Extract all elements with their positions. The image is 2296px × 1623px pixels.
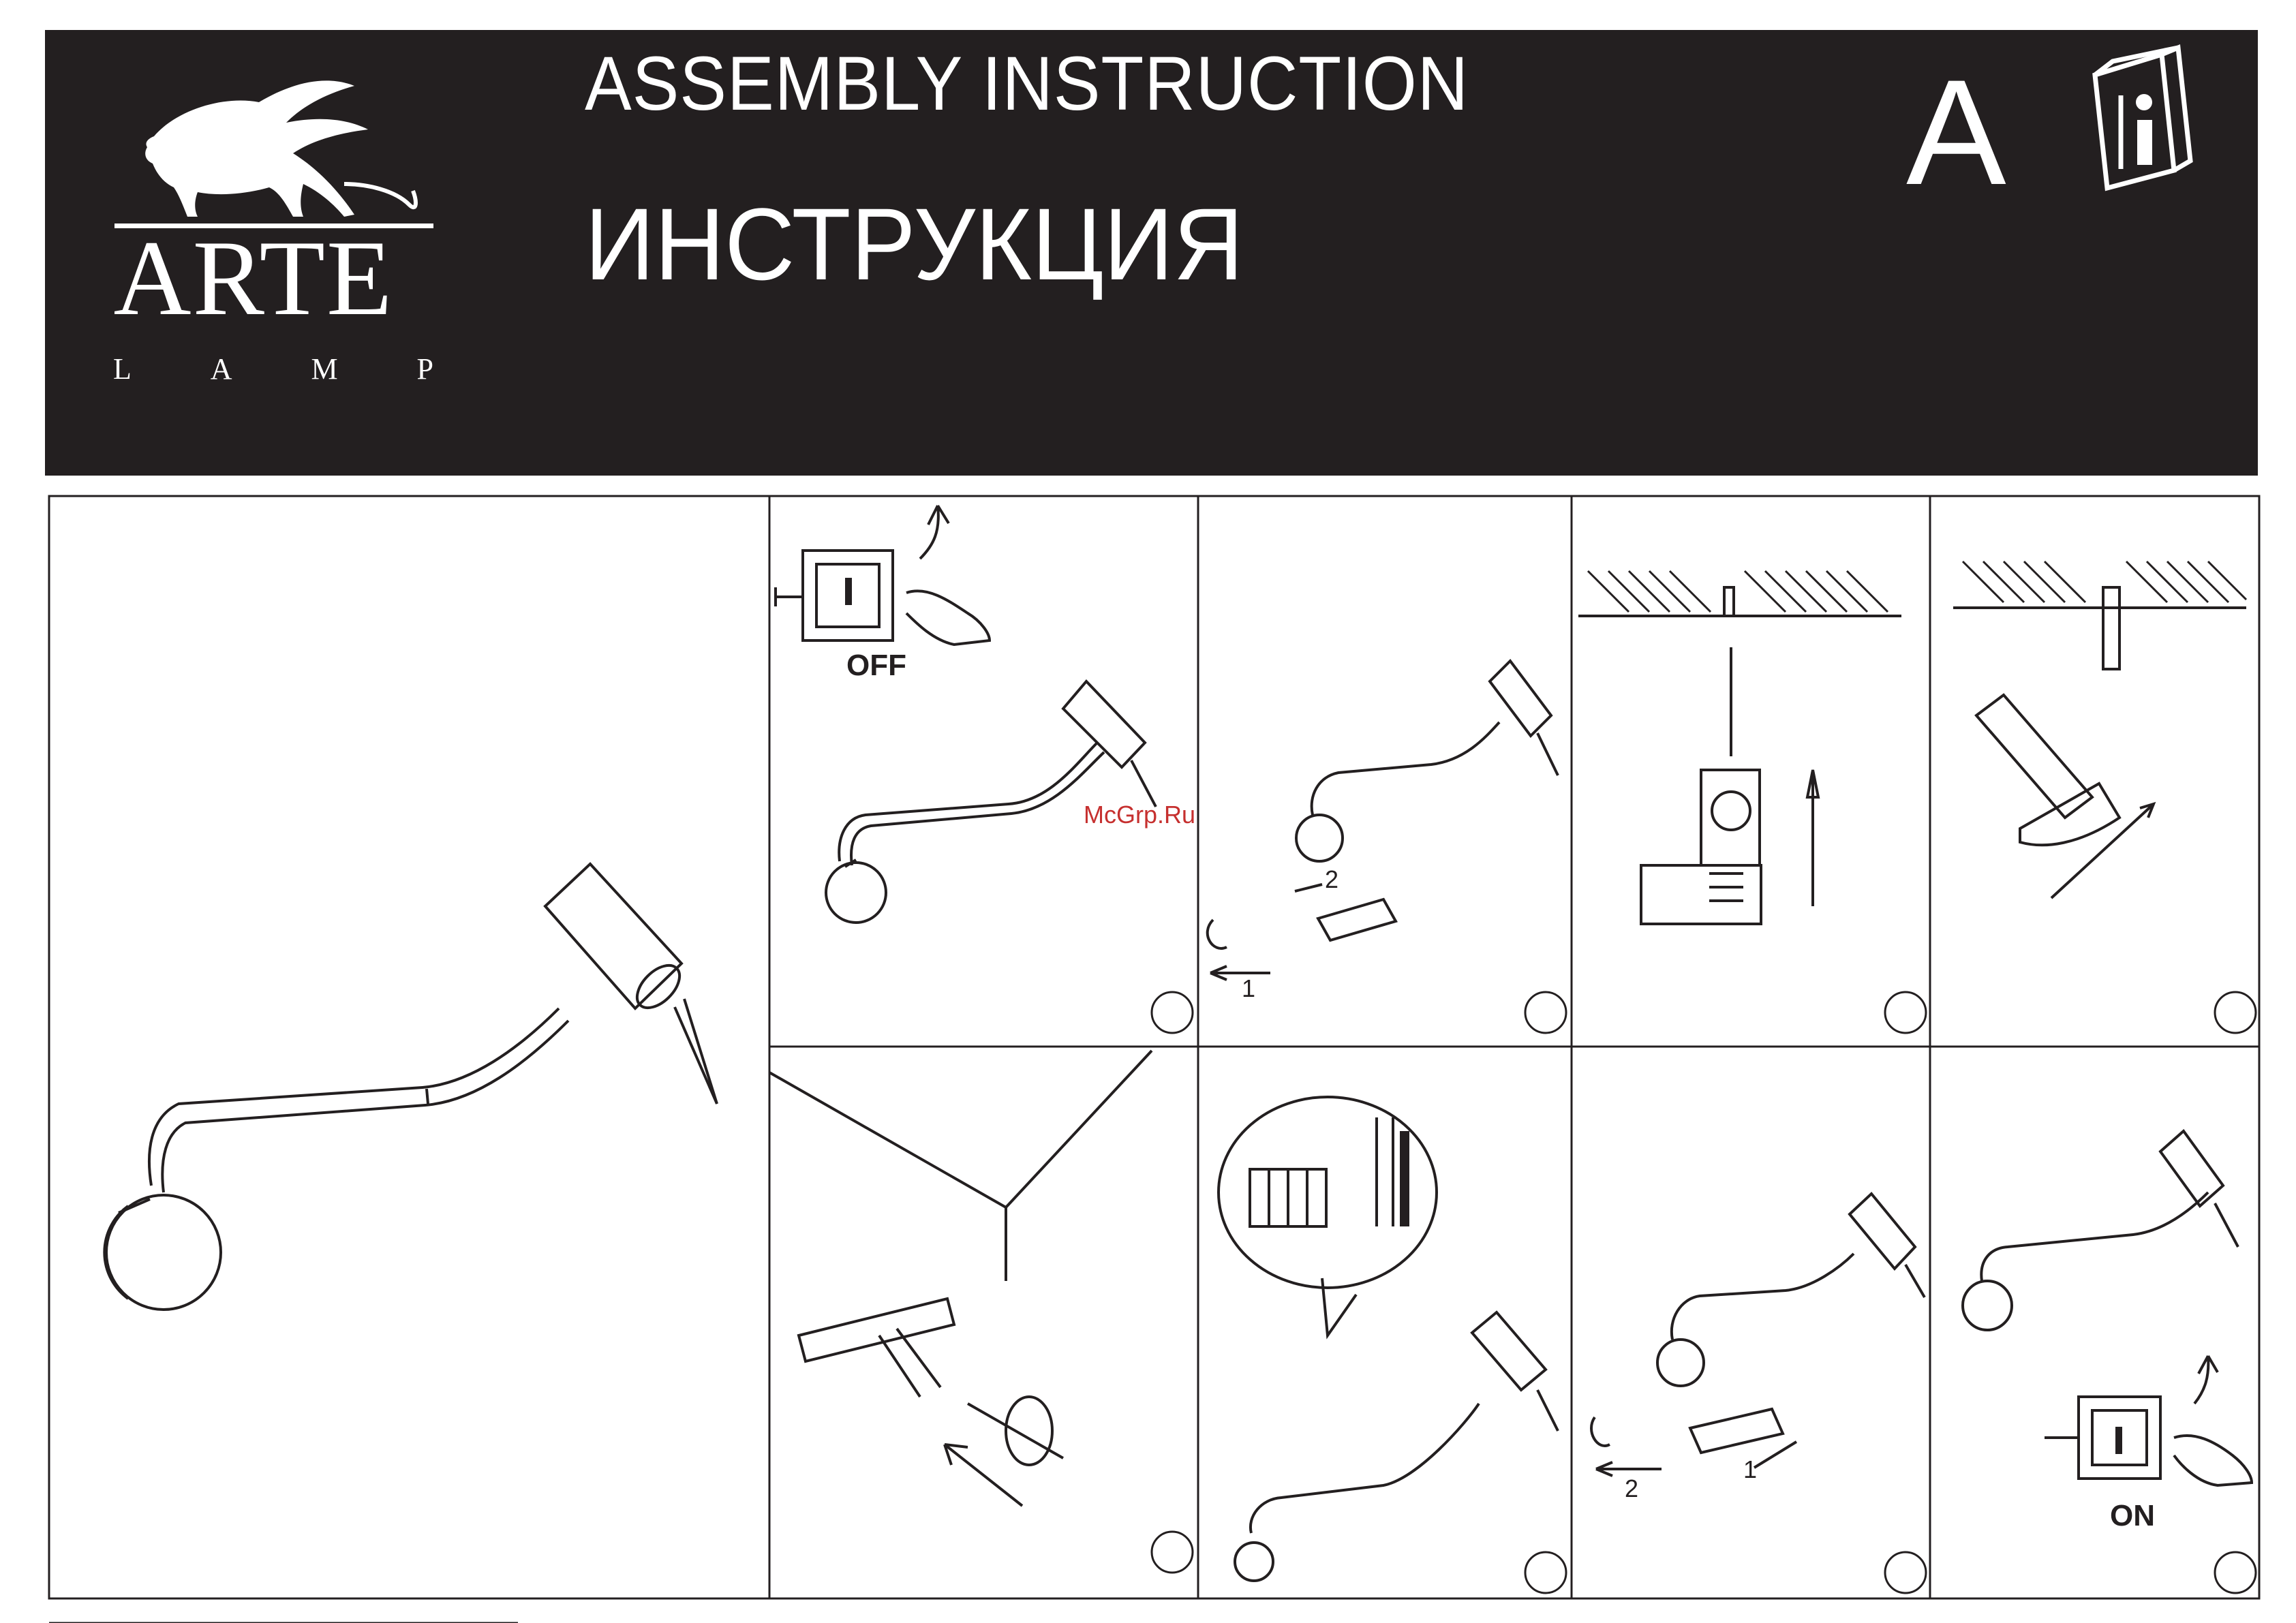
watermark: McGrp.Ru [1084,801,1195,829]
